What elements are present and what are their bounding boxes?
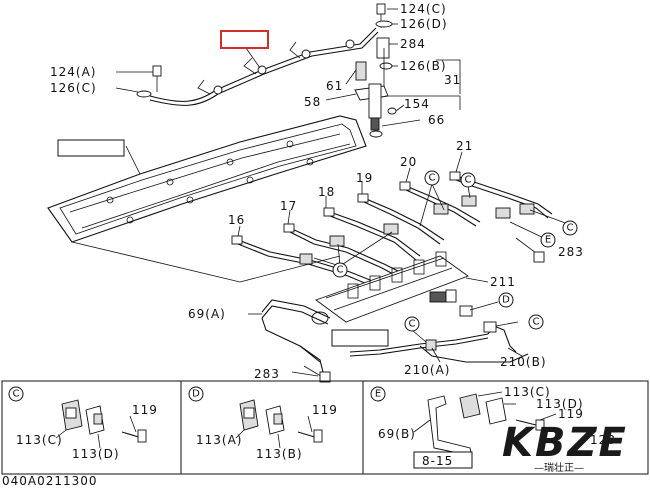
label-126b: 126(B) [400,59,447,73]
label-66: 66 [428,113,445,127]
label-211: 211 [490,275,516,289]
inset-c-113c: 113(C) [16,433,63,447]
inset-frame [1,380,649,475]
label-19: 19 [356,171,373,185]
svg-text:C: C [465,175,472,186]
inset-e-119: 119 [558,407,584,421]
circle-callouts: C C C E C D C C [332,170,578,332]
highlight-box-137 [220,30,269,49]
label-18: 18 [318,185,335,199]
label-61: 61 [326,79,343,93]
svg-text:D: D [502,295,510,306]
label-124c: 124(C) [400,2,447,16]
svg-text:E: E [545,235,551,246]
injector-assembly [325,3,461,138]
svg-text:E: E [375,389,381,400]
label-124a: 124(A) [50,65,96,79]
inset-e-69b: 69(B) [378,427,416,441]
logo-text: KBZE [502,420,628,466]
svg-text:D: D [192,389,200,400]
inset-e-128: 128 [590,433,616,447]
label-210b: 210(B) [500,355,547,369]
svg-text:C: C [533,317,540,328]
leak-off-pipe [115,27,379,106]
label-31: 31 [444,73,461,87]
ref-box-8-15 [331,329,389,347]
label-284: 284 [400,37,426,51]
callout-labels: 124(C) 126(D) 284 126(B) 137 124(A) 126(… [50,2,584,381]
label-126d: 126(D) [400,17,448,31]
label-58: 58 [304,95,321,109]
logo-subtext: —瑞壮正— [534,462,584,474]
svg-text:C: C [567,223,574,234]
label-283-right: 283 [558,245,584,259]
label-154: 154 [404,97,430,111]
inset-e-ref-box [413,451,473,469]
label-69a: 69(A) [188,307,226,321]
cover-gasket [47,115,367,283]
inset-d-113b: 113(B) [256,447,303,461]
inset-e-113c: 113(C) [504,385,551,399]
inset-e: E 113(C) 113(D) 119 69(B) 128 8-15 [370,385,616,469]
inset-c-113d: 113(D) [72,447,120,461]
inset-d: D 119 113(A) 113(B) [188,386,338,461]
label-210a: 210(A) [404,363,450,377]
svg-text:C: C [409,319,416,330]
diagram-code: 040A0211300 [2,474,98,488]
label-283-bottom: 283 [254,367,280,381]
inset-e-8-15: 8-15 [422,454,453,468]
svg-text:C: C [429,173,436,184]
inset-c-119: 119 [132,403,158,417]
inset-d-113a: 113(A) [196,433,242,447]
injection-pipes [231,151,569,293]
kbze-logo: KBZE —瑞壮正— [502,420,628,474]
label-20: 20 [400,155,417,169]
inset-e-113d: 113(D) [536,397,584,411]
inset-d-119: 119 [312,403,338,417]
label-21: 21 [456,139,473,153]
label-126c: 126(C) [50,81,97,95]
label-16: 16 [228,213,245,227]
label-17: 17 [280,199,297,213]
svg-text:C: C [337,265,344,276]
ref-box-0-10 [57,139,125,157]
return-pipes [248,299,529,383]
svg-text:C: C [13,389,20,400]
common-rail [311,251,489,325]
inset-c: C 119 113(C) 113(D) [8,386,158,461]
